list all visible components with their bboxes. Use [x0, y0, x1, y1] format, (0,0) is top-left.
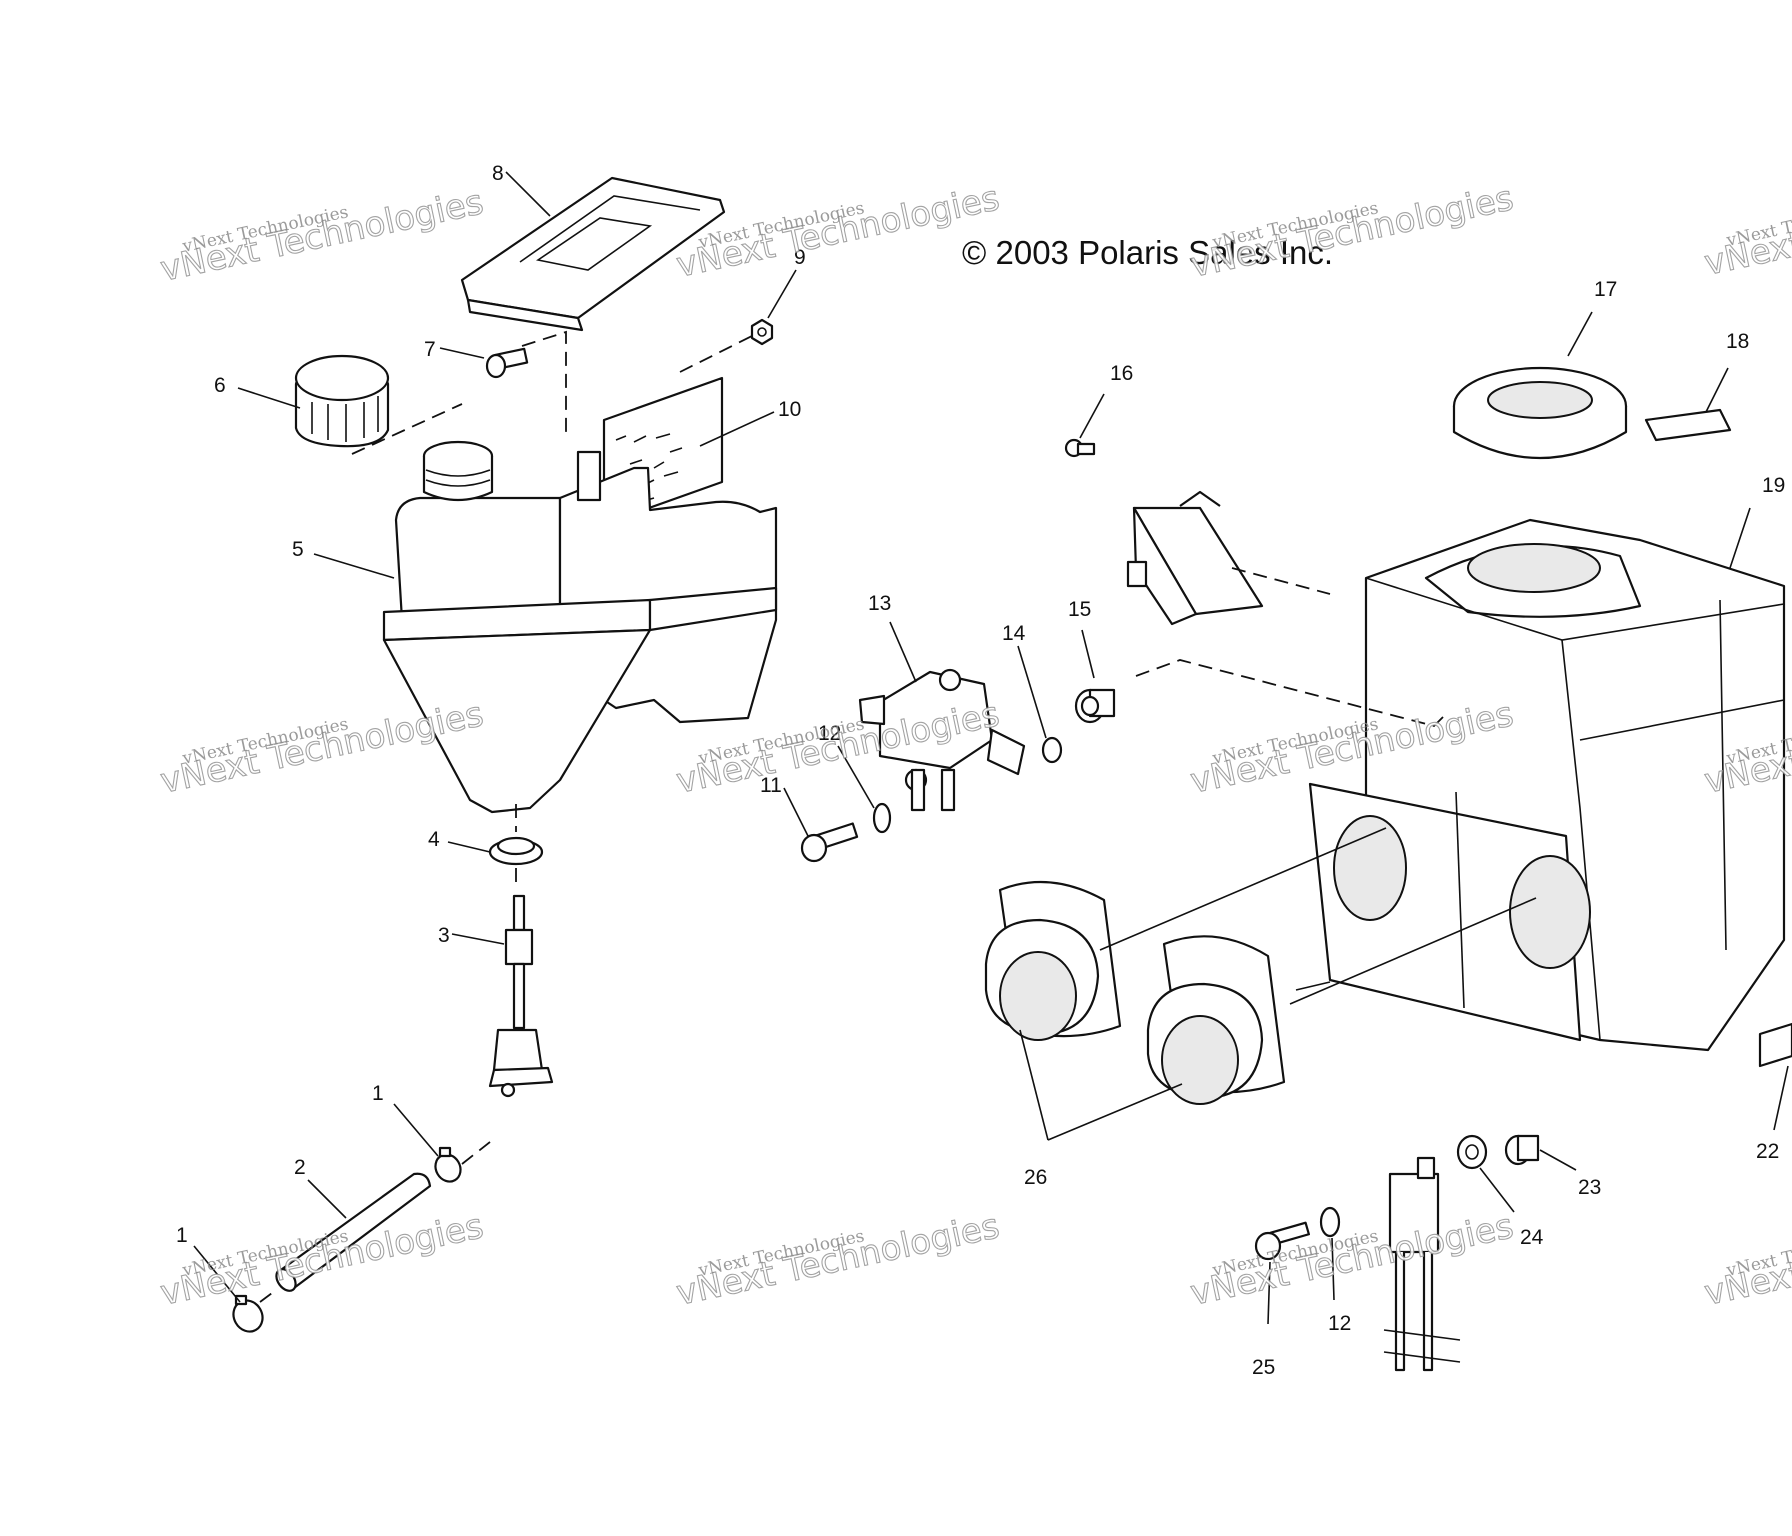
- callout-15: 15: [1068, 598, 1091, 621]
- part-19-air-box: [1308, 518, 1786, 1052]
- callout-23: 23: [1578, 1176, 1601, 1199]
- callout-10: 10: [778, 398, 801, 421]
- part-coil: [1383, 1156, 1461, 1372]
- part-2-hose: [275, 1172, 432, 1292]
- callout-16: 16: [1110, 362, 1133, 385]
- part-25-screw: [1254, 1221, 1310, 1261]
- callout-1-upper: 1: [372, 1082, 384, 1105]
- part-5-oil-tank: [382, 440, 778, 814]
- callout-22: 22: [1756, 1140, 1779, 1163]
- callout-13: 13: [868, 592, 891, 615]
- callout-2: 2: [294, 1156, 306, 1179]
- part-12-washer-lower: [1319, 1206, 1341, 1238]
- part-22-decal: [1758, 1022, 1792, 1068]
- watermark-2: vNext Technologies vNext Technologies: [673, 178, 1004, 287]
- part-1-clamp-lower: [232, 1294, 264, 1333]
- callout-labels: 8 9 7 6 10 5 4 3 1 2 1 11 12 13 14 15 16…: [176, 162, 1785, 1379]
- watermark-3: vNext Technologies vNext Technologies: [1187, 178, 1518, 287]
- callout-26: 26: [1024, 1166, 1047, 1189]
- part-1-clamp-upper: [434, 1146, 462, 1183]
- part-3-filter: [488, 894, 554, 1098]
- callout-12-lower: 12: [1328, 1312, 1351, 1335]
- callout-11: 11: [760, 774, 782, 797]
- callout-8: 8: [492, 162, 504, 185]
- callout-3: 3: [438, 924, 450, 947]
- watermark-11: vNext Technologies vNext Technologies: [1187, 1206, 1518, 1315]
- part-15-bushing: [1074, 688, 1116, 724]
- watermark-9: vNext Technologies vNext Technologies: [157, 1206, 488, 1315]
- part-4-grommet: [488, 836, 544, 866]
- part-14-washer: [1041, 736, 1063, 764]
- part-11-screw: [800, 822, 859, 863]
- callout-12-upper: 12: [818, 722, 841, 745]
- watermark-4: vNext Technologies vNext Technologies: [1701, 176, 1792, 285]
- part-7-screw: [485, 347, 529, 379]
- part-12-lock-washer: [872, 802, 892, 834]
- part-8-cover: [460, 176, 726, 332]
- watermark-5: vNext Technologies vNext Technologies: [157, 694, 488, 803]
- callout-19: 19: [1762, 474, 1785, 497]
- callout-5: 5: [292, 538, 304, 561]
- watermark-12: vNext Technologies vNext Technologies: [1701, 1206, 1792, 1315]
- part-6-cap: [294, 354, 390, 448]
- callout-6: 6: [214, 374, 226, 397]
- part-16-screw: [1064, 438, 1096, 458]
- part-module: [1126, 490, 1264, 626]
- callout-1-lower: 1: [176, 1224, 188, 1247]
- callout-7: 7: [424, 338, 436, 361]
- part-18-decal: [1644, 408, 1732, 442]
- callout-4: 4: [428, 828, 440, 851]
- callout-18: 18: [1726, 330, 1749, 353]
- part-13-oil-pump: [858, 668, 1026, 812]
- callout-24: 24: [1520, 1226, 1544, 1249]
- callout-14: 14: [1002, 622, 1026, 645]
- callout-9: 9: [794, 246, 806, 269]
- copyright-notice: © 2003 Polaris Sales Inc.: [962, 234, 1333, 271]
- leader-lines: [193, 171, 1789, 1325]
- part-23-bushing: [1504, 1134, 1540, 1166]
- part-24-grommet: [1456, 1134, 1488, 1170]
- watermark-10: vNext Technologies vNext Technologies: [673, 1206, 1004, 1315]
- callout-25: 25: [1252, 1356, 1275, 1379]
- part-26-intake-boots: [984, 880, 1286, 1105]
- part-9-nut: [750, 318, 774, 346]
- callout-17: 17: [1594, 278, 1617, 301]
- watermark-1: vNext Technologies vNext Technologies: [157, 182, 488, 291]
- part-17-foam-seal: [1452, 366, 1628, 460]
